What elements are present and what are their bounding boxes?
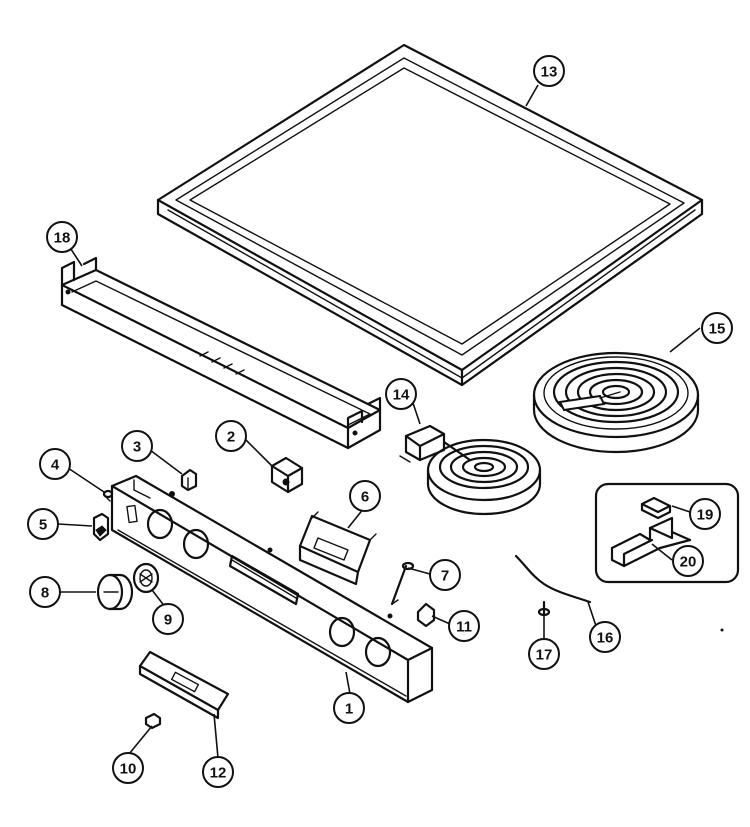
switch-cap	[416, 602, 436, 628]
svg-text:14: 14	[393, 387, 410, 404]
svg-text:6: 6	[361, 489, 369, 506]
svg-text:4: 4	[51, 457, 60, 474]
stray-dot	[720, 628, 724, 632]
callout-1: 1	[333, 692, 365, 724]
inset-box	[594, 482, 740, 584]
block-part	[270, 456, 304, 494]
svg-text:13: 13	[541, 64, 558, 81]
control-knob	[96, 573, 134, 611]
callout-12: 12	[202, 756, 234, 788]
callout-13: 13	[533, 55, 565, 87]
clip-part	[180, 468, 198, 492]
cooktop-top-frame	[156, 43, 704, 387]
svg-text:15: 15	[709, 321, 726, 338]
small-surface-element	[399, 424, 542, 516]
control-panel	[110, 474, 434, 704]
callout-4: 4	[39, 448, 71, 480]
callout-5: 5	[27, 508, 59, 540]
svg-text:7: 7	[441, 568, 449, 585]
callout-3: 3	[121, 430, 153, 462]
svg-text:19: 19	[697, 507, 714, 524]
switch-part	[298, 511, 377, 586]
callout-20: 20	[672, 545, 704, 577]
svg-text:16: 16	[597, 630, 614, 647]
callout-19: 19	[689, 498, 721, 530]
callout-10: 10	[112, 752, 144, 784]
svg-text:18: 18	[54, 230, 71, 247]
svg-text:3: 3	[133, 439, 141, 456]
callout-7: 7	[429, 559, 461, 591]
svg-text:20: 20	[680, 554, 697, 571]
svg-text:12: 12	[210, 765, 227, 782]
svg-text:17: 17	[536, 647, 553, 664]
rear-bracket	[60, 256, 382, 450]
callout-9: 9	[152, 603, 184, 635]
callout-8: 8	[29, 576, 61, 608]
svg-text:10: 10	[120, 761, 137, 778]
callout-16: 16	[589, 621, 621, 653]
callout-17: 17	[528, 638, 560, 670]
callout-11: 11	[448, 610, 480, 642]
wire-harness	[514, 554, 592, 604]
indicator-light	[92, 512, 110, 542]
knob-skirt	[132, 562, 160, 594]
callout-14: 14	[385, 378, 417, 410]
screw-part-4	[102, 489, 114, 502]
callout-6: 6	[349, 480, 381, 512]
svg-text:5: 5	[39, 517, 47, 534]
svg-text:9: 9	[164, 612, 172, 629]
callout-15: 15	[701, 312, 733, 344]
clip-part-10	[144, 712, 162, 730]
callout-18: 18	[46, 221, 78, 253]
svg-text:8: 8	[41, 585, 49, 602]
svg-text:11: 11	[456, 619, 472, 636]
screw-part-17	[537, 600, 551, 617]
svg-text:2: 2	[227, 429, 235, 446]
svg-text:1: 1	[345, 701, 353, 718]
callout-2: 2	[215, 420, 247, 452]
large-surface-element	[532, 351, 700, 454]
screw-part-7	[390, 561, 415, 606]
nameplate	[138, 650, 230, 720]
